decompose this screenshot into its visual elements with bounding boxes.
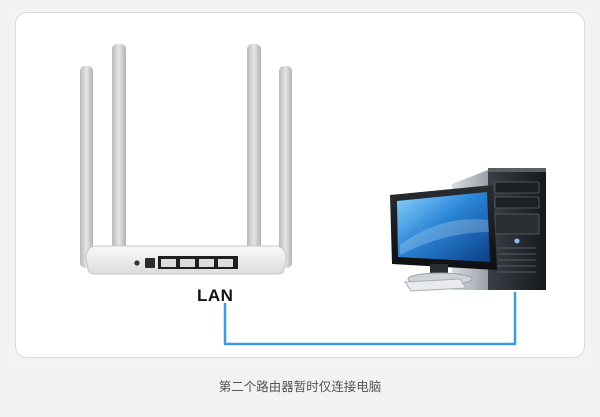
network-cable — [225, 292, 515, 344]
computer — [390, 168, 546, 291]
antenna-inner-right — [247, 44, 261, 266]
power-socket — [134, 260, 139, 265]
antenna-outer-right — [279, 66, 292, 268]
front-panel — [495, 214, 539, 234]
antenna-outer-left — [80, 66, 93, 268]
ethernet-port — [199, 259, 214, 267]
reset-button — [145, 258, 155, 268]
ethernet-port — [218, 259, 233, 267]
figure-caption: 第二个路由器暂时仅连接电脑 — [0, 376, 600, 395]
optical-drive — [495, 182, 539, 193]
ethernet-port — [161, 259, 176, 267]
optical-drive — [495, 197, 539, 208]
lan-port-label: LAN — [197, 286, 233, 306]
monitor-neck — [430, 264, 448, 274]
power-button — [515, 239, 520, 244]
tower-top — [488, 168, 546, 172]
router-antennas — [80, 44, 292, 268]
router — [80, 44, 292, 274]
ethernet-port — [180, 259, 195, 267]
antenna-inner-left — [112, 44, 126, 266]
